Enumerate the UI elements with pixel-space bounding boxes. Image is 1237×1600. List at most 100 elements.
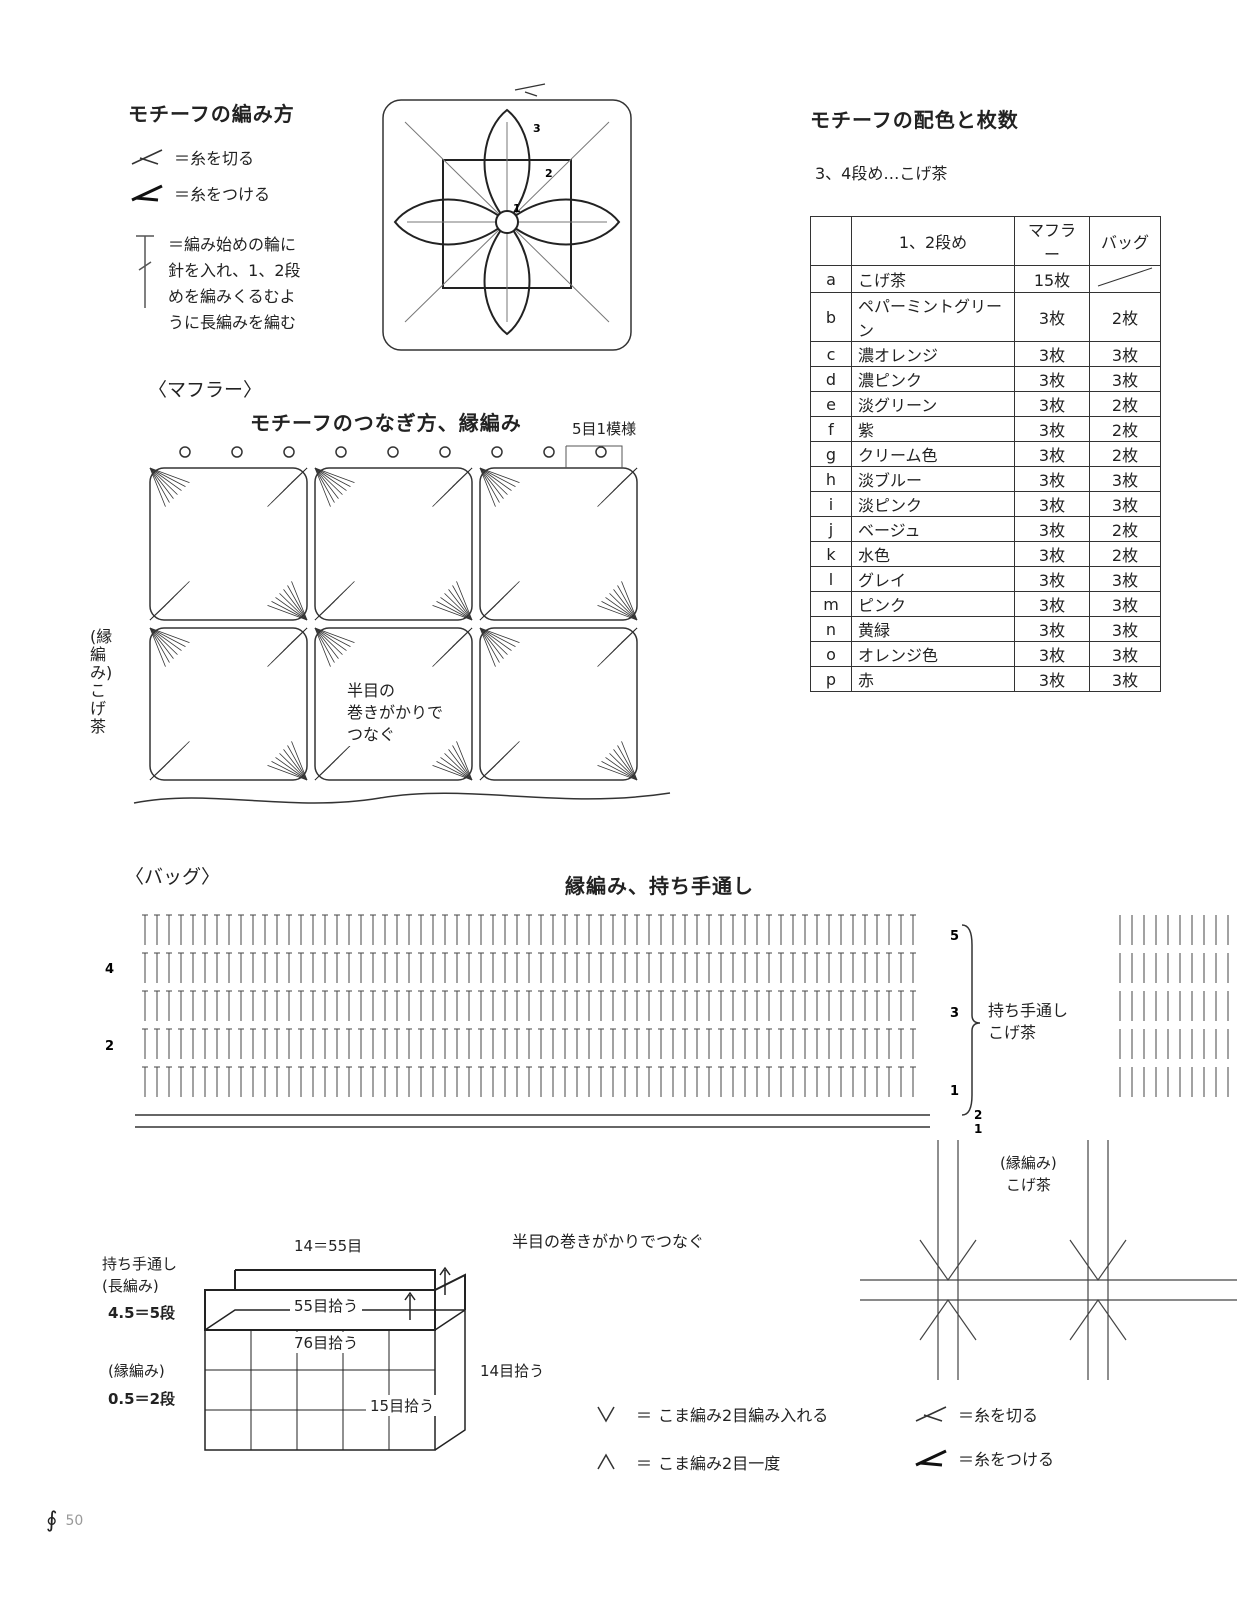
stitch-mark xyxy=(605,597,638,621)
stitch-mark xyxy=(149,467,170,503)
stitch-mark xyxy=(621,467,638,483)
picot-mark xyxy=(335,446,347,458)
stitch-mark xyxy=(444,753,473,781)
stitch-mark xyxy=(479,467,504,499)
legend-increase-eq: ＝ xyxy=(636,1406,653,1425)
table-cell: 3枚 xyxy=(1089,566,1161,592)
ring-note-line: めを編みくるむよ xyxy=(168,287,296,306)
stitch-mark xyxy=(271,601,308,621)
bag-section-label: 〈バッグ〉 xyxy=(125,866,221,888)
stitch-mark xyxy=(432,765,473,781)
table-cell: グレイ xyxy=(851,566,1015,592)
stitch-mark xyxy=(597,605,638,621)
stitch-mark xyxy=(479,467,500,503)
stitch-mark xyxy=(609,753,638,781)
stitch-mark xyxy=(448,749,473,781)
table-cell: k xyxy=(810,541,852,567)
bag-row-label: 3 xyxy=(950,1006,959,1021)
bag-handle-label: 持ち手通し こげ茶 xyxy=(988,1000,1068,1044)
stitch-mark xyxy=(271,761,308,781)
stitch-mark xyxy=(448,589,473,621)
stitch-mark xyxy=(314,467,343,495)
stitch-mark xyxy=(149,627,190,643)
muffler-join-note: 半目の 巻きがかりで つなぐ xyxy=(343,680,448,746)
stitch-mark xyxy=(479,467,508,495)
stitch-mark xyxy=(440,597,473,621)
picot-mark xyxy=(231,446,243,458)
bag-diagram-top-width: 14＝55目 xyxy=(290,1235,367,1256)
table-cell: クリーム色 xyxy=(851,441,1015,467)
stitch-mark xyxy=(479,627,500,663)
stitch-mark xyxy=(436,601,473,621)
stitch-mark xyxy=(314,627,351,647)
bag-edge-label: (縁編み) こげ茶 xyxy=(1000,1152,1057,1196)
bag-diagram-pick2: 76目拾う xyxy=(290,1332,363,1353)
stitch-mark xyxy=(444,593,473,621)
stitch-mark xyxy=(283,749,308,781)
muffler-motif xyxy=(149,467,308,621)
motif-chart: 3 2 1 xyxy=(382,83,632,351)
stitch-mark xyxy=(479,467,512,491)
table-cell: 3枚 xyxy=(1089,341,1161,367)
picot-mark xyxy=(387,446,399,458)
table-cell: m xyxy=(810,591,852,617)
table-cell: h xyxy=(810,466,852,492)
bag-title: 縁編み、持ち手通し xyxy=(565,874,754,898)
bag-row-label: 4 xyxy=(105,962,114,977)
table-cell: 2枚 xyxy=(1089,391,1161,417)
table-header-cell xyxy=(810,216,852,266)
stitch-mark xyxy=(149,741,190,781)
table-cell: o xyxy=(810,641,852,667)
stitch-mark xyxy=(613,589,638,621)
muffler-motif xyxy=(149,627,308,781)
table-cell: 3枚 xyxy=(1014,591,1090,617)
stitch-mark xyxy=(314,467,355,483)
bag-join-note: 半目の巻きがかりでつなぐ xyxy=(512,1232,705,1251)
stitch-mark xyxy=(267,765,308,781)
bag-edge-row-label: 1 xyxy=(974,1122,982,1136)
stitch-mark xyxy=(314,581,355,621)
picot-mark xyxy=(439,446,451,458)
table-cell: 3枚 xyxy=(1014,366,1090,392)
table-cell: p xyxy=(810,666,852,692)
ring-note: ＝編み始めの輪に 針を入れ、1、2段 めを編みくるむよ うに長編みを編む xyxy=(168,232,301,336)
muffler-section-label: 〈マフラー〉 xyxy=(148,379,263,401)
stitch-mark xyxy=(456,741,473,781)
stitch-mark xyxy=(314,627,331,667)
stitch-mark xyxy=(267,605,308,621)
table-cell: 2枚 xyxy=(1089,541,1161,567)
stitch-mark xyxy=(279,593,308,621)
stitch-mark xyxy=(314,627,335,663)
table-cell: 3枚 xyxy=(1014,416,1090,442)
table-cell: 2枚 xyxy=(1089,516,1161,542)
stitch-mark xyxy=(601,761,638,781)
stitch-mark xyxy=(314,467,339,499)
stitch-mark xyxy=(617,745,638,781)
stitch-mark xyxy=(291,627,308,643)
bag-3d-diagram xyxy=(204,1266,466,1451)
muffler-edge-label: (縁編み)こげ茶 xyxy=(90,627,113,736)
legend-increase-text: こま編み2目編み入れる xyxy=(658,1406,829,1425)
table-cell: n xyxy=(810,616,852,642)
diagram-label-line: 持ち手通し xyxy=(102,1255,178,1273)
table-cell: 3枚 xyxy=(1014,391,1090,417)
stitch-mark xyxy=(275,597,308,621)
ring-note-line: うに長編みを編む xyxy=(168,313,297,332)
page-footer: ∮ 50 xyxy=(46,1508,83,1533)
picot-mark xyxy=(595,446,607,458)
stitch-mark xyxy=(149,627,170,663)
table-cell: c xyxy=(810,341,852,367)
motif-row-label: 3 xyxy=(533,122,541,135)
bag-diagram-handle-label: 持ち手通し (長編み) xyxy=(102,1253,177,1297)
table-cell: こげ茶 xyxy=(851,265,1015,293)
stitch-mark xyxy=(149,467,166,507)
stitch-mark xyxy=(279,753,308,781)
table-cell: 3枚 xyxy=(1089,666,1161,692)
table-cell: ピンク xyxy=(851,591,1015,617)
